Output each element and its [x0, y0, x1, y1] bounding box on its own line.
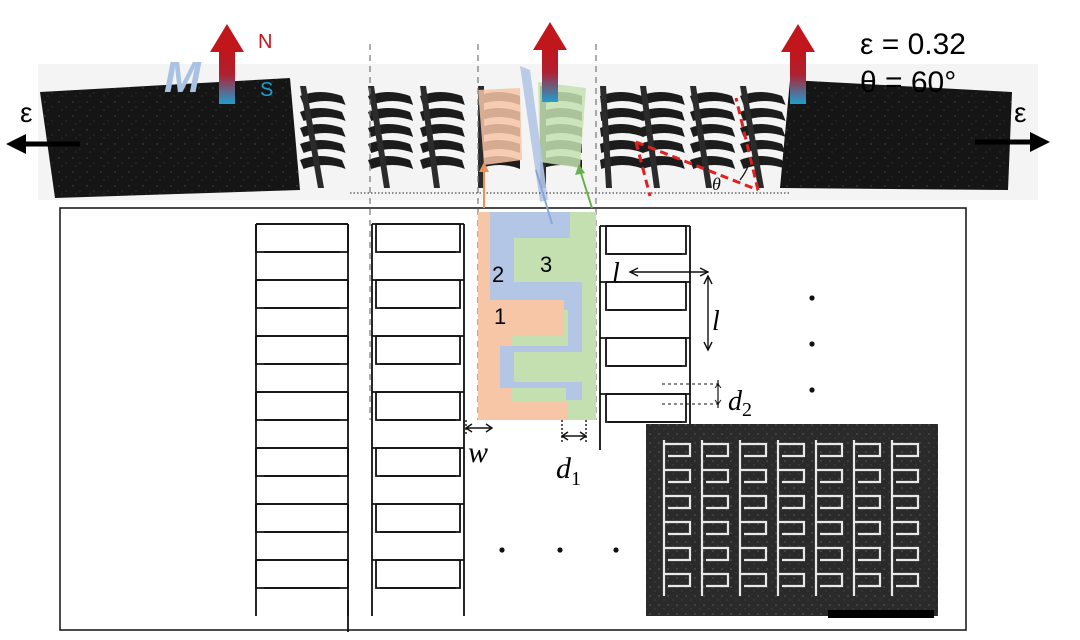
highlight-segment-1: [478, 88, 522, 165]
magnetization-arrow-right: [781, 24, 815, 104]
angle-value: θ = 60°: [860, 66, 956, 99]
highlight-segment-3: [538, 82, 586, 168]
magnetization-arrow-center: [533, 22, 567, 102]
right-clamp-pad: [780, 80, 1012, 190]
connector-segment-3: [579, 169, 593, 209]
ribbon-strip: [690, 156, 736, 169]
highlight-segment-2: [520, 66, 548, 202]
unit-cell: [478, 212, 596, 420]
inset-cut-column: [890, 440, 920, 596]
inset-cut-column: [776, 440, 806, 596]
dimension-d2: [662, 380, 722, 408]
inset-cut-column: [852, 440, 882, 596]
ribbon-strip: [690, 108, 736, 121]
gap-d2-label: d2: [728, 386, 752, 421]
ribbon-strip: [368, 92, 414, 105]
ribbon-strip: [300, 92, 346, 105]
ribbon-strip: [690, 92, 736, 105]
serpentine-column: [372, 223, 461, 589]
width-w-label: w: [468, 436, 488, 469]
inset-cut-column: [662, 440, 692, 596]
schematic-frame: [59, 207, 967, 631]
ribbon-spine: [600, 86, 612, 188]
inset-cut-column: [814, 440, 844, 596]
serpentine-column: [256, 223, 349, 589]
north-label: N: [258, 31, 272, 53]
strain-arrow-left: [6, 134, 80, 154]
strain-right-label: ε: [1014, 97, 1026, 128]
left-clamp-pad: [40, 78, 300, 198]
ribbon-spine: [690, 86, 712, 188]
ribbon-spine: [640, 86, 660, 188]
ribbon-strip: [600, 140, 644, 153]
magnetization-label: M: [164, 53, 202, 102]
segment-1-label: 1: [494, 304, 506, 329]
ribbon-strip: [368, 108, 414, 121]
serpentine-column: [255, 223, 348, 589]
south-label: S: [260, 79, 273, 101]
segment-2-label: 2: [492, 262, 504, 287]
scale-bar: [828, 610, 934, 618]
dimension-l-vertical: [703, 274, 713, 352]
theta-label: θ: [712, 174, 721, 194]
segment-3-label: 3: [540, 252, 552, 277]
connector-segment-2: [535, 169, 553, 225]
ribbon-strip: [600, 124, 644, 137]
serpentine-pattern: [255, 223, 691, 632]
sample-inset-photo: [646, 424, 938, 618]
serpentine-column: [375, 223, 464, 589]
dimension-d1: [560, 420, 588, 444]
ribbon-strip: [300, 156, 346, 169]
ribbon-strip: [640, 108, 685, 121]
theta-arc: [739, 165, 749, 181]
dimension-w: [464, 420, 494, 436]
ribbon-strip: [368, 156, 414, 169]
strain-value: ε = 0.32: [860, 28, 966, 61]
theta-angle-lines: [634, 97, 760, 197]
ribbon-strip: [640, 92, 685, 105]
serpentine-column: [605, 225, 690, 423]
ribbon-strip: [600, 156, 644, 169]
ribbon-spine: [300, 86, 324, 188]
magnetization-arrow-left: [210, 24, 244, 104]
dimension-l-horizontal: [628, 267, 710, 277]
stretched-sheet-photo: [38, 64, 1038, 202]
ribbon-strip: [600, 108, 644, 121]
continuation-dots: [499, 295, 815, 553]
ribbon-spine: [420, 86, 440, 188]
ribbon-spine: [368, 86, 390, 188]
inset-cut-column: [738, 440, 768, 596]
ribbon-strip: [600, 92, 644, 105]
ribbon-strip: [740, 92, 786, 105]
ribbon-strip: [420, 92, 465, 105]
ribbon-spine: [740, 86, 764, 188]
length-side-label: l: [712, 306, 720, 337]
strain-arrow-right: [975, 132, 1050, 152]
strain-left-label: ε: [20, 97, 32, 128]
gap-d1-label: d1: [556, 452, 581, 490]
ribbon-strip: [420, 108, 465, 121]
inset-cut-column: [700, 440, 730, 596]
serpentine-column: [600, 225, 687, 423]
length-top-label: l: [612, 258, 620, 289]
